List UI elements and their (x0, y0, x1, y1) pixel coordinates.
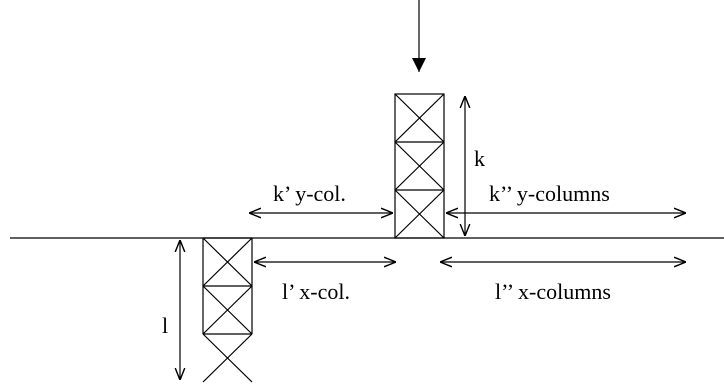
label-l: l (162, 313, 168, 338)
label-k-prime: k’ y-col. (273, 181, 346, 206)
label-k: k (474, 146, 485, 171)
label-l-prime: l’ x-col. (282, 279, 350, 304)
upper-column (394, 93, 445, 239)
label-l-double-prime: l’’ x-columns (495, 279, 611, 304)
label-k-double-prime: k’’ y-columns (489, 181, 610, 206)
lower-column (202, 237, 253, 383)
